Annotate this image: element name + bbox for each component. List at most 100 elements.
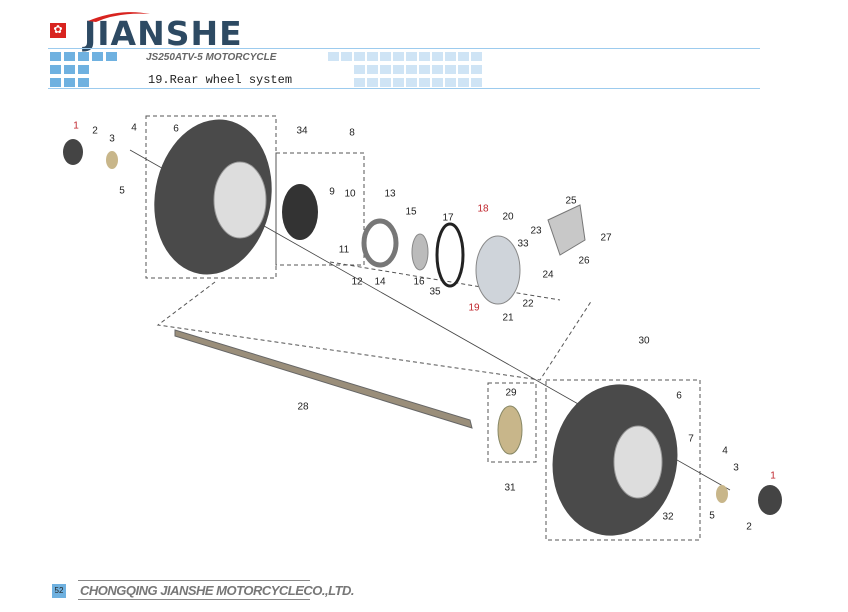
decor-square [419, 65, 430, 74]
part-callout: 1 [770, 470, 776, 482]
decor-square [50, 65, 61, 74]
part-callout: 17 [442, 212, 454, 224]
decor-square [393, 78, 404, 87]
part-callout: 19 [468, 302, 480, 314]
decor-square [458, 52, 469, 61]
brake-shoes [361, 218, 399, 268]
decor-square [458, 65, 469, 74]
decor-square [445, 65, 456, 74]
part-callout: 2 [92, 125, 98, 137]
part-callout: 5 [709, 510, 715, 522]
decor-square [50, 52, 61, 61]
part-callout: 5 [119, 185, 125, 197]
decor-square [432, 52, 443, 61]
brake-arm [547, 204, 586, 256]
part-callout: 6 [173, 123, 179, 135]
decor-square [78, 65, 89, 74]
part-callout: 4 [131, 122, 137, 134]
hub-flange [497, 405, 523, 455]
hub-cap-right [758, 485, 782, 515]
brand-logo: JIANSHE [84, 14, 243, 53]
decor-square [419, 78, 430, 87]
jianshe-logo-icon: ✿ [50, 23, 66, 38]
part-callout: 22 [522, 298, 534, 310]
part-callout: 27 [600, 232, 612, 244]
decor-square [367, 65, 378, 74]
part-callout: 29 [505, 387, 517, 399]
part-callout: 33 [517, 238, 529, 250]
decor-square [380, 52, 391, 61]
decor-square [471, 78, 482, 87]
decor-square [432, 65, 443, 74]
decor-square [406, 78, 417, 87]
part-callout: 14 [374, 276, 386, 288]
part-callout: 16 [413, 276, 425, 288]
decor-square [367, 78, 378, 87]
model-name: JS250ATV-5 MOTORCYCLE [146, 52, 277, 63]
part-callout: 3 [109, 133, 115, 145]
decor-square [50, 78, 61, 87]
decor-square [106, 52, 117, 61]
part-callout: 31 [504, 482, 516, 494]
part-callout: 30 [638, 335, 650, 347]
decor-square [92, 52, 103, 61]
part-callout: 26 [578, 255, 590, 267]
section-title: 19.Rear wheel system [148, 73, 293, 87]
hub-cap [63, 139, 83, 165]
part-callout: 10 [344, 188, 356, 200]
part-callout: 9 [329, 186, 335, 198]
company-name: CHONGQING JIANSHE MOTORCYCLECO.,LTD. [80, 583, 355, 598]
part-callout: 2 [746, 521, 752, 533]
decor-square [354, 52, 365, 61]
part-callout: 7 [688, 433, 694, 445]
decor-square [354, 78, 365, 87]
brake-panel [475, 235, 521, 305]
decor-square [406, 52, 417, 61]
part-callout: 34 [296, 125, 308, 137]
rear-axle [174, 329, 473, 429]
part-callout: 3 [733, 462, 739, 474]
part-callout: 28 [297, 401, 309, 413]
decor-square [406, 65, 417, 74]
part-callout: 23 [530, 225, 542, 237]
decor-square [78, 52, 89, 61]
part-callout: 4 [722, 445, 728, 457]
decor-square [471, 65, 482, 74]
part-callout: 12 [351, 276, 363, 288]
page-number: 52 [52, 584, 66, 598]
right-wheel-assembly-box [545, 379, 701, 541]
decor-square [64, 78, 75, 87]
wheel-assembly-box [145, 115, 277, 279]
decor-square [445, 78, 456, 87]
part-callout: 1 [73, 120, 79, 132]
hub-assembly-box [275, 152, 365, 266]
decor-square [445, 52, 456, 61]
decor-square [78, 78, 89, 87]
brake-drum [282, 184, 318, 240]
part-callout: 15 [405, 206, 417, 218]
part-callout: 25 [565, 195, 577, 207]
part-callout: 18 [477, 203, 489, 215]
decor-square [419, 52, 430, 61]
decor-square [64, 52, 75, 61]
left-tire [154, 119, 272, 275]
part-callout: 32 [662, 511, 674, 523]
decor-square [380, 65, 391, 74]
part-callout: 6 [676, 390, 682, 402]
decor-square [354, 65, 365, 74]
right-tire [552, 384, 678, 536]
decor-square [341, 52, 352, 61]
part-callout: 11 [338, 244, 350, 256]
part-callout: 35 [429, 286, 441, 298]
decor-square [393, 65, 404, 74]
part-callout: 8 [349, 127, 355, 139]
decor-square [367, 52, 378, 61]
decor-square [380, 78, 391, 87]
part-callout: 24 [542, 269, 554, 281]
hub-flange-box [487, 382, 537, 463]
decor-square [393, 52, 404, 61]
decor-square [458, 78, 469, 87]
o-ring [435, 222, 465, 288]
